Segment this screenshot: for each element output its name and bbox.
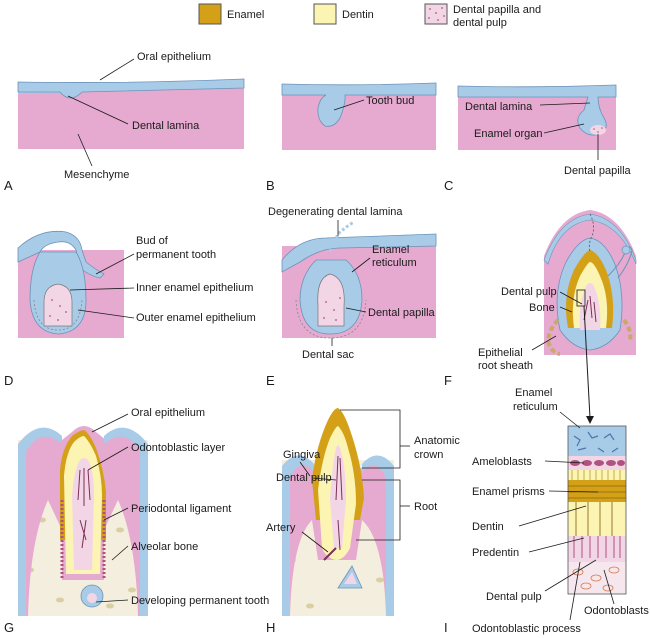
panel-g-label-oral-epithelium: Oral epithelium <box>131 407 205 419</box>
panel-b-letter: B <box>266 178 275 193</box>
panel-g-letter: G <box>4 620 14 635</box>
panel-a: Oral epithelium Dental lamina Mesenchyme… <box>4 51 245 193</box>
panel-c-label-dental-papilla: Dental papilla <box>564 165 632 177</box>
panel-i-label-ameloblasts: Ameloblasts <box>472 456 532 468</box>
legend-label-pulp: Dental papilla and <box>453 4 541 16</box>
legend-swatch-enamel <box>198 3 222 25</box>
panel-g-label-developing-permanent: Developing permanent tooth <box>131 595 269 607</box>
legend-swatch-dentin <box>313 3 337 25</box>
panel-a-label-dental-lamina: Dental lamina <box>132 120 200 132</box>
panel-a-label-mesenchyme: Mesenchyme <box>64 169 129 181</box>
legend: Enamel Dentin Dental papilla and dental … <box>198 3 541 29</box>
legend-label-enamel: Enamel <box>227 9 264 21</box>
panel-e-label-dental-papilla: Dental papilla <box>368 307 436 319</box>
panel-b-label-tooth-bud: Tooth bud <box>366 95 414 107</box>
panel-h: Gingiva Dental pulp Artery Anatomic crow… <box>266 408 460 635</box>
panel-g-label-periodontal-ligament: Periodontal ligament <box>131 503 231 515</box>
panel-i-label-reticulum: reticulum <box>513 401 558 413</box>
panel-i-letter: I <box>444 620 448 635</box>
panel-g-label-odontoblastic-layer: Odontoblastic layer <box>131 442 225 454</box>
panel-h-label-crown: crown <box>414 449 443 461</box>
panel-b: Tooth bud B <box>266 82 437 193</box>
panel-h-label-dental-pulp: Dental pulp <box>276 472 332 484</box>
legend-label-dentin: Dentin <box>342 9 374 21</box>
panel-f-label-dental-pulp: Dental pulp <box>501 286 557 298</box>
panel-c-label-dental-lamina: Dental lamina <box>465 101 533 113</box>
panel-h-letter: H <box>266 620 275 635</box>
panel-d-label-outer-enamel: Outer enamel epithelium <box>136 312 256 324</box>
panel-h-label-root: Root <box>414 501 437 513</box>
panel-i: Enamel reticulum Ameloblasts Enamel pris… <box>444 387 649 635</box>
panel-i-label-predentin: Predentin <box>472 547 519 559</box>
panel-f-letter: F <box>444 373 452 388</box>
panel-e: Degenerating dental lamina Enamel reticu… <box>266 206 437 388</box>
panel-h-label-anatomic: Anatomic <box>414 435 460 447</box>
panel-i-label-odontoblastic-process: Odontoblastic process <box>472 623 581 635</box>
legend-label-pulp-2: dental pulp <box>453 17 507 29</box>
panel-i-label-odontoblasts: Odontoblasts <box>584 605 649 617</box>
panel-c: Dental lamina Enamel organ Dental papill… <box>444 84 632 193</box>
panel-d-letter: D <box>4 373 13 388</box>
panel-i-label-enamel: Enamel <box>515 387 552 399</box>
panel-f-label-bone: Bone <box>529 302 555 314</box>
panel-e-label-reticulum: reticulum <box>372 257 417 269</box>
panel-i-label-dental-pulp: Dental pulp <box>486 591 542 603</box>
panel-c-letter: C <box>444 178 453 193</box>
panel-a-label-oral-epithelium: Oral epithelium <box>137 51 211 63</box>
panel-e-letter: E <box>266 373 275 388</box>
panel-f: Dental pulp Bone Epithelial root sheath … <box>444 210 637 424</box>
panel-g-label-alveolar-bone: Alveolar bone <box>131 541 198 553</box>
panel-i-label-enamel-prisms: Enamel prisms <box>472 486 545 498</box>
panel-e-label-enamel: Enamel <box>372 244 409 256</box>
panel-d-label-bud: Bud of <box>136 235 169 247</box>
panel-c-label-enamel-organ: Enamel organ <box>474 128 543 140</box>
panel-h-label-artery: Artery <box>266 522 296 534</box>
panel-e-label-dental-sac: Dental sac <box>302 349 354 361</box>
panel-f-label-root-sheath: root sheath <box>478 360 533 372</box>
panel-d-label-permanent-tooth: permanent tooth <box>136 249 216 261</box>
panel-d-label-inner-enamel: Inner enamel epithelium <box>136 282 253 294</box>
panel-f-label-epithelial: Epithelial <box>478 347 523 359</box>
panel-d: Bud of permanent tooth Inner enamel epit… <box>4 230 256 388</box>
panel-g: Oral epithelium Odontoblastic layer Peri… <box>4 407 269 635</box>
panel-h-label-gingiva: Gingiva <box>283 449 321 461</box>
panel-a-letter: A <box>4 178 13 193</box>
legend-swatch-pulp <box>424 3 448 25</box>
panel-i-label-dentin: Dentin <box>472 521 504 533</box>
panel-e-label-degenerating-lamina: Degenerating dental lamina <box>268 206 403 218</box>
